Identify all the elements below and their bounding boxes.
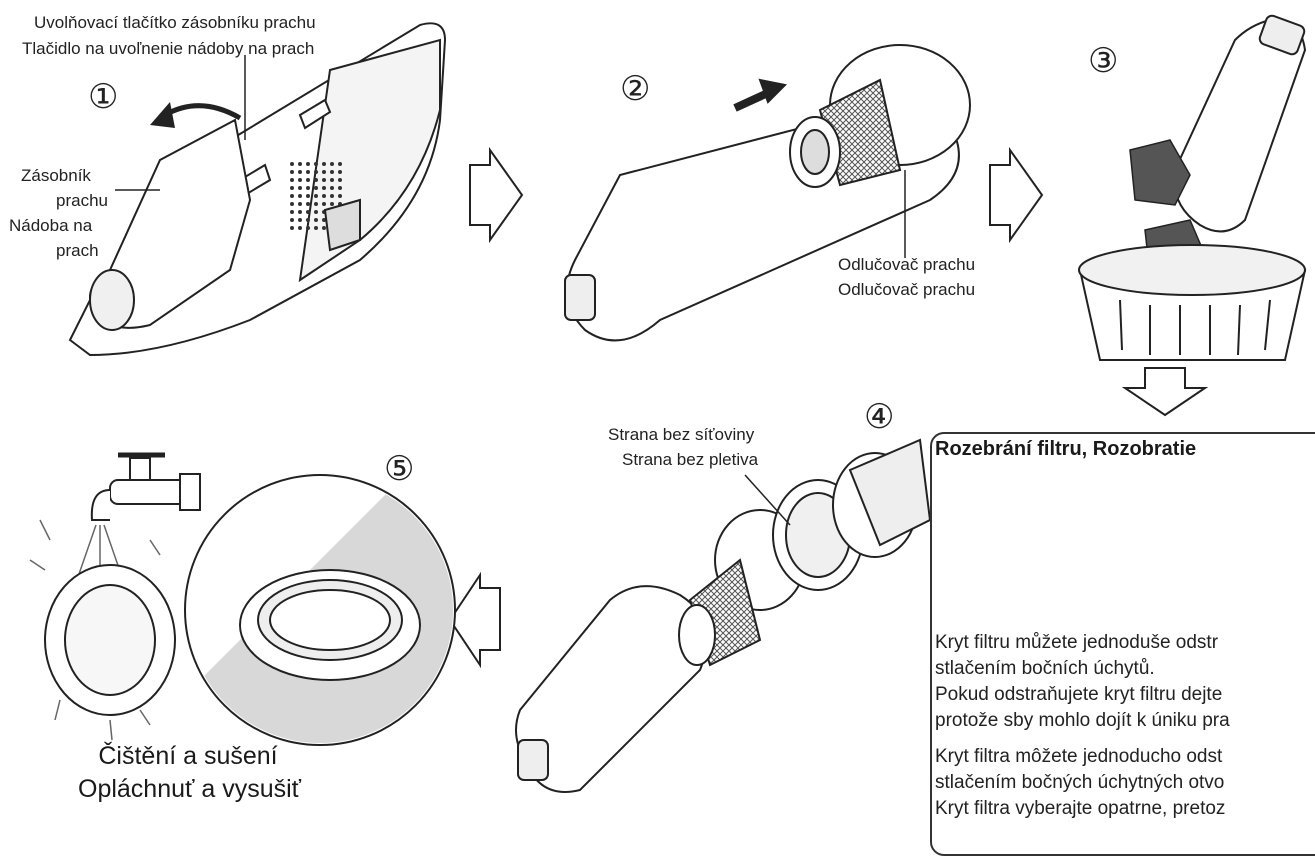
- push-arrow-icon: [733, 88, 772, 112]
- dust-separator-label-sk: Odlučovač prachu: [838, 280, 976, 299]
- open-arrow-icon: [163, 103, 242, 121]
- dust-separator-label-cz: Odlučovač prachu: [838, 255, 976, 274]
- dust-container-label-cz-2: prachu: [56, 191, 108, 210]
- dust-separator-illustration: [789, 44, 971, 188]
- info-text-line-6: stlačením bočných úchytných otvo: [935, 772, 1225, 793]
- dust-container-label-cz-1: Zásobník: [21, 166, 91, 185]
- water-tap-icon: [90, 452, 201, 521]
- filter-cover-illustration: [832, 438, 932, 558]
- step-4-number: ④: [864, 398, 895, 436]
- info-text-line-2: stlačením bočních úchytů.: [935, 658, 1155, 679]
- info-text-line-5: Kryt filtra môžete jednoducho odst: [935, 746, 1223, 767]
- non-mesh-side-label-sk: Strana bez pletiva: [622, 450, 759, 469]
- container-emptying-illustration: [1173, 14, 1307, 233]
- filter-disassembly-box: [930, 432, 1315, 856]
- info-text-line-7: Kryt filtra vyberajte opatrne, pretoz: [935, 798, 1226, 819]
- rinse-caption-sk: Opláchnuť a vysušiť: [78, 775, 302, 803]
- dust-container-label-sk-2: prach: [56, 241, 99, 260]
- rinse-caption-cz: Čištění a sušení: [98, 742, 278, 770]
- info-text-line-3: Pokud odstraňujete kryt filtru dejte: [935, 684, 1223, 705]
- filter-disassembly-title: Rozebrání filtru, Rozobratie: [935, 438, 1197, 460]
- release-button-label-sk: Tlačidlo na uvoľnenie nádoby na prach: [22, 39, 315, 58]
- step-2-number: ②: [620, 70, 651, 108]
- magnified-seal-illustration: [184, 474, 456, 746]
- info-text-line-4: protože sby mohlo dojít k úniku pra: [935, 710, 1230, 731]
- flow-arrow-right-icon: [989, 146, 1044, 244]
- flow-arrow-right-icon: [469, 146, 524, 244]
- step-1-number: ①: [88, 78, 119, 116]
- flow-arrow-left-icon: [448, 571, 501, 669]
- flow-arrow-down-icon: [1121, 367, 1209, 417]
- step-3-number: ③: [1088, 42, 1119, 80]
- dust-container-open-illustration: [515, 585, 708, 793]
- release-button-label-cz: Uvolňovací tlačítko zásobníku prachu: [34, 13, 316, 32]
- non-mesh-side-label-cz: Strana bez síťoviny: [608, 425, 755, 444]
- step-5-number: ⑤: [384, 450, 415, 488]
- washed-part-illustration: [44, 564, 176, 716]
- trash-bin-icon: [1078, 244, 1307, 361]
- dust-container-illustration: [89, 118, 252, 331]
- dust-container-label-sk-1: Nádoba na: [9, 216, 93, 235]
- info-text-line-1: Kryt filtru můžete jednoduše odstr: [935, 632, 1219, 653]
